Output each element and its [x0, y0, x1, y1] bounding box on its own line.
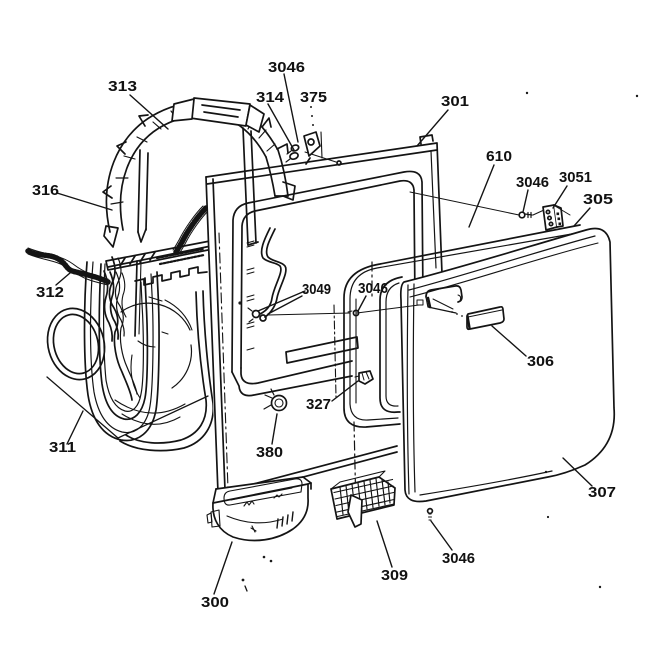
svg-text:301: 301 — [441, 93, 469, 110]
svg-text:3046: 3046 — [442, 550, 475, 567]
svg-text:3049: 3049 — [302, 281, 331, 298]
svg-text:305: 305 — [583, 191, 613, 208]
svg-text:3046: 3046 — [358, 280, 388, 297]
svg-text:3046: 3046 — [268, 59, 305, 76]
svg-text:316: 316 — [32, 182, 59, 199]
svg-text:313: 313 — [108, 78, 137, 95]
svg-text:610: 610 — [486, 148, 512, 165]
svg-text:307: 307 — [588, 484, 616, 501]
svg-text:306: 306 — [527, 353, 554, 370]
svg-text:3051: 3051 — [559, 169, 592, 186]
svg-text:312: 312 — [36, 284, 64, 301]
svg-text:380: 380 — [256, 444, 283, 461]
svg-text:3046: 3046 — [516, 174, 549, 191]
svg-text:300: 300 — [201, 594, 229, 611]
svg-text:327: 327 — [306, 396, 331, 413]
svg-text:375: 375 — [300, 89, 327, 106]
svg-text:309: 309 — [381, 567, 408, 584]
svg-text:311: 311 — [49, 439, 76, 456]
svg-text:314: 314 — [256, 89, 285, 106]
